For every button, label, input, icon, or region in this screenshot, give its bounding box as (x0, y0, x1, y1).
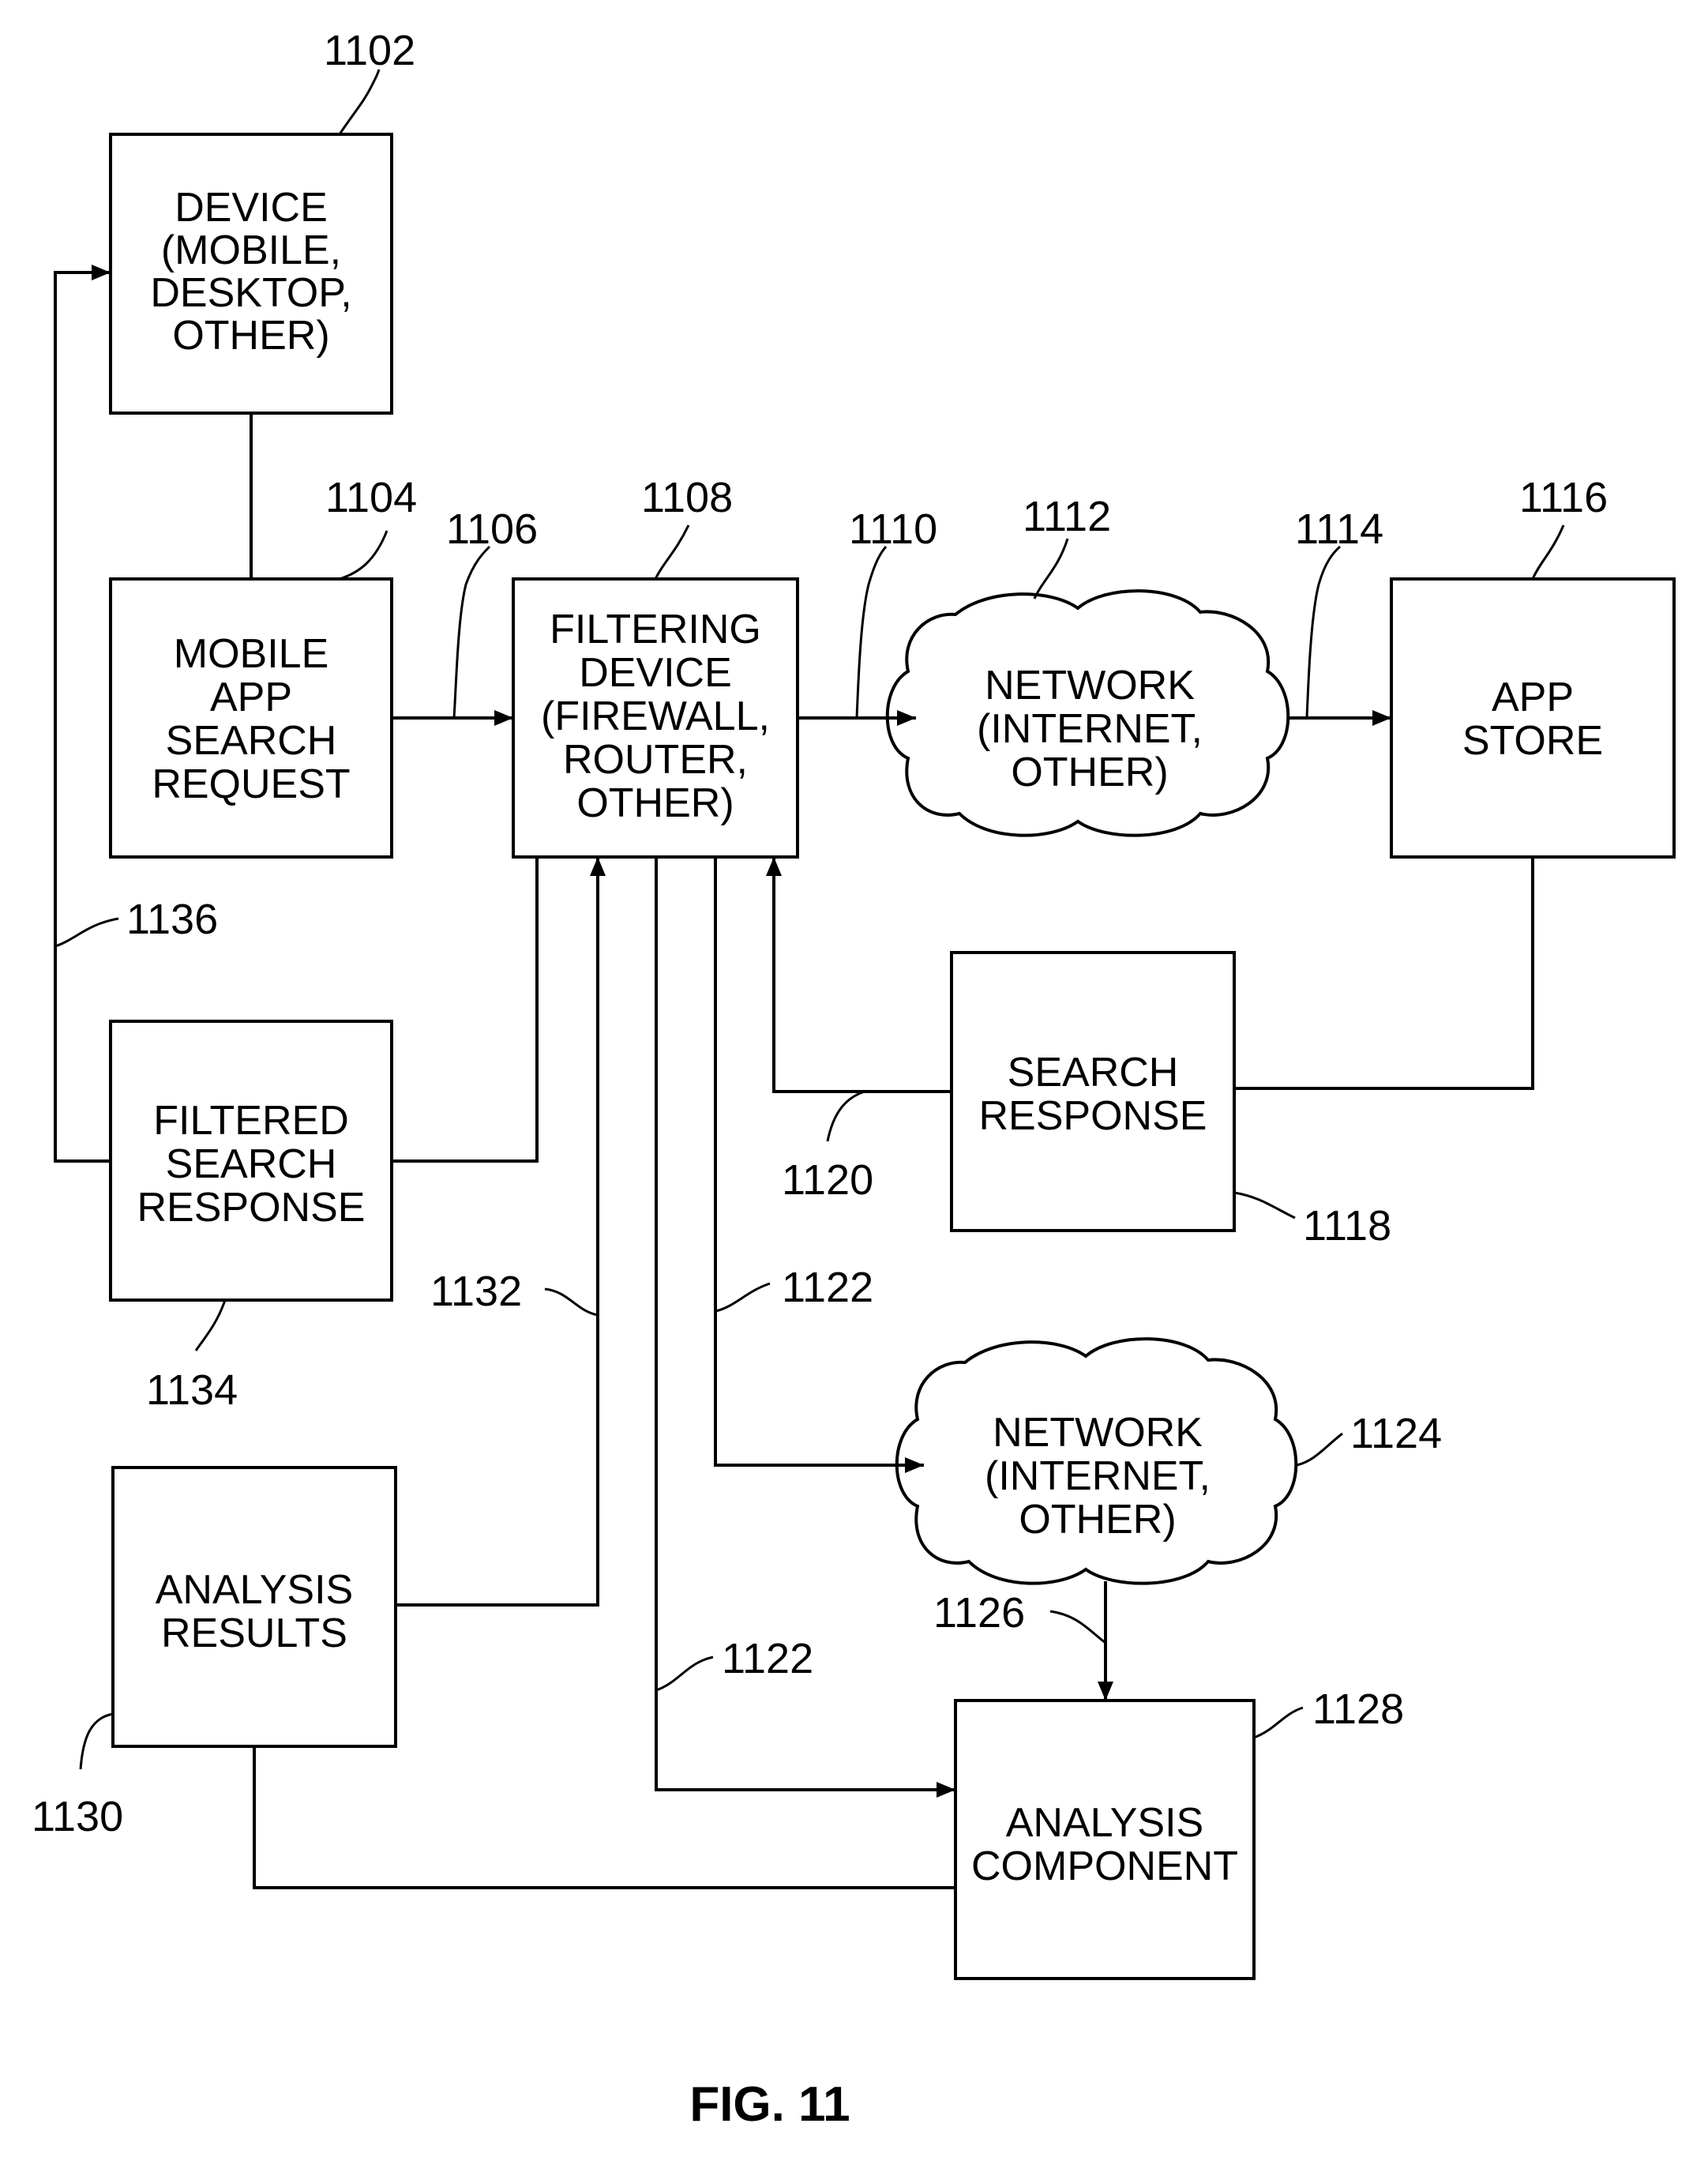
analysis-component-block: ANALYSIS COMPONENT (955, 1701, 1254, 1979)
leader-1122b (656, 1657, 713, 1690)
filtered-response-label-line-1: FILTERED (153, 1098, 349, 1144)
filtering-device-label-line-4: ROUTER, (563, 737, 748, 783)
ref-1134: 1134 (146, 1366, 238, 1414)
search-request-label-line-2: APP (210, 675, 292, 720)
network-top-label-line-2: (INTERNET, (977, 706, 1203, 752)
ref-1122-upper: 1122 (782, 1264, 873, 1311)
leader-1136 (55, 919, 118, 946)
search-response-label-line-1: SEARCH (1008, 1050, 1179, 1096)
device-label-line-2: (MOBILE, (161, 227, 341, 273)
ref-1136: 1136 (126, 896, 218, 943)
ref-1114: 1114 (1295, 505, 1383, 553)
leader-1116 (1533, 525, 1563, 579)
ref-1130: 1130 (32, 1793, 123, 1840)
ref-1102: 1102 (324, 27, 415, 74)
leader-1120 (828, 1092, 865, 1141)
network-bottom-label-line-1: NETWORK (993, 1410, 1203, 1456)
analysis-results-label-line-2: RESULTS (161, 1610, 347, 1656)
search-request-label-line-3: SEARCH (166, 718, 337, 764)
network-bottom-label-line-2: (INTERNET, (985, 1453, 1211, 1499)
leader-1130 (81, 1714, 113, 1769)
search-request-block: MOBILE APP SEARCH REQUEST (111, 579, 392, 857)
leader-1126 (1050, 1611, 1106, 1643)
results-to-filter-arrow (396, 857, 598, 1605)
analysis-component-label-line-1: ANALYSIS (1006, 1800, 1203, 1846)
ref-1118: 1118 (1303, 1202, 1391, 1250)
leader-1114 (1307, 547, 1340, 718)
response-to-filter-arrow (774, 857, 952, 1092)
leader-1108 (655, 525, 689, 579)
analysis-results-block: ANALYSIS RESULTS (113, 1468, 396, 1746)
leader-1122a (715, 1283, 770, 1311)
leader-1112 (1034, 539, 1068, 599)
ref-1106: 1106 (446, 505, 538, 553)
leader-1134 (196, 1300, 225, 1351)
network-top-label-line-3: OTHER) (1011, 750, 1168, 795)
app-store-label-line-1: APP (1492, 675, 1574, 720)
network-top-cloud: NETWORK (INTERNET, OTHER) (888, 591, 1289, 836)
filter-to-filtered-response-line (392, 857, 537, 1161)
device-block: DEVICE (MOBILE, DESKTOP, OTHER) (111, 134, 392, 413)
ref-1116: 1116 (1519, 474, 1608, 521)
filtering-device-label-line-5: OTHER) (576, 780, 734, 826)
ref-1132: 1132 (430, 1268, 522, 1315)
leader-1102 (340, 70, 379, 134)
leader-1124 (1297, 1434, 1342, 1465)
ref-1124: 1124 (1350, 1410, 1442, 1457)
filtered-response-to-device-arrow (55, 272, 111, 1161)
figure-label: FIG. 11 (689, 2077, 850, 2132)
filtering-device-label-line-1: FILTERING (550, 607, 761, 652)
ref-1112: 1112 (1023, 493, 1111, 540)
ref-1108: 1108 (641, 474, 733, 521)
filtering-device-label-line-3: (FIREWALL, (541, 693, 770, 739)
network-bottom-label-line-3: OTHER) (1019, 1497, 1176, 1543)
filtered-response-label-line-3: RESPONSE (137, 1185, 366, 1231)
ref-1120: 1120 (782, 1156, 873, 1204)
leader-1132 (545, 1289, 598, 1315)
search-response-block: SEARCH RESPONSE (952, 953, 1234, 1231)
filtered-response-block: FILTERED SEARCH RESPONSE (111, 1021, 392, 1300)
app-store-label-line-2: STORE (1462, 718, 1603, 764)
filtered-response-label-line-2: SEARCH (166, 1141, 337, 1187)
leader-1104 (340, 531, 387, 579)
search-request-label-line-4: REQUEST (152, 761, 350, 807)
network-bottom-cloud: NETWORK (INTERNET, OTHER) (897, 1339, 1297, 1584)
ref-1122-lower: 1122 (722, 1635, 813, 1682)
ref-1126: 1126 (933, 1589, 1025, 1637)
filtering-device-block: FILTERING DEVICE (FIREWALL, ROUTER, OTHE… (513, 579, 798, 857)
filtering-device-label-line-2: DEVICE (579, 650, 732, 696)
analysis-to-results-line (254, 1746, 955, 1888)
ref-1110: 1110 (849, 505, 937, 553)
leader-1106 (454, 547, 490, 718)
network-top-label-line-1: NETWORK (985, 663, 1195, 708)
analysis-component-label-line-2: COMPONENT (971, 1843, 1238, 1889)
device-label-line-4: OTHER) (172, 313, 329, 359)
ref-1128: 1128 (1312, 1686, 1404, 1733)
search-request-label-line-1: MOBILE (174, 631, 329, 677)
appstore-to-response-line (1234, 857, 1533, 1088)
ref-1104: 1104 (325, 474, 417, 521)
app-store-block: APP STORE (1391, 579, 1674, 857)
search-response-label-line-2: RESPONSE (979, 1093, 1207, 1139)
analysis-results-label-line-1: ANALYSIS (156, 1567, 353, 1613)
leader-1110 (857, 547, 886, 718)
leader-1128 (1254, 1708, 1303, 1738)
device-label-line-1: DEVICE (175, 185, 328, 231)
device-label-line-3: DESKTOP, (150, 270, 351, 316)
leader-1118 (1234, 1193, 1295, 1218)
